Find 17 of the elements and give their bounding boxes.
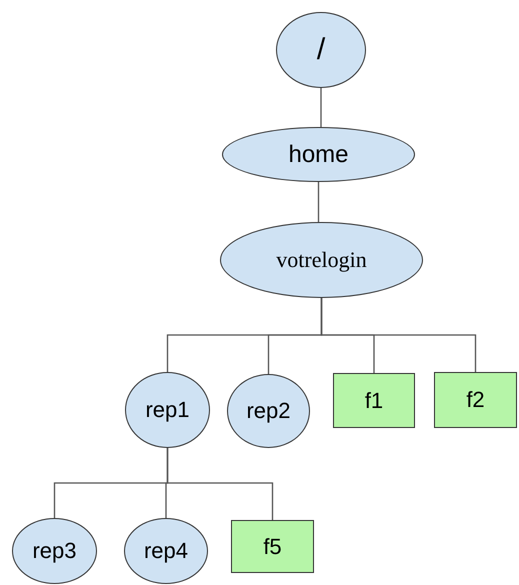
node-label: rep4 xyxy=(144,540,188,562)
node-label: rep2 xyxy=(246,400,291,422)
node-label: home xyxy=(288,142,349,166)
connector-line xyxy=(320,88,322,127)
node-label: f5 xyxy=(263,536,282,558)
connector-line xyxy=(318,182,320,222)
node-label: f2 xyxy=(466,389,485,411)
node-label: rep3 xyxy=(32,540,77,562)
node-label: rep1 xyxy=(145,399,190,421)
file-box xyxy=(333,373,415,428)
node-label: f1 xyxy=(364,390,384,412)
connector-line xyxy=(166,448,274,520)
file-box xyxy=(434,372,517,428)
node-label: votrelogin xyxy=(276,249,367,271)
node-label: / xyxy=(316,35,326,65)
connector-line xyxy=(320,298,476,372)
file-box xyxy=(231,520,314,573)
